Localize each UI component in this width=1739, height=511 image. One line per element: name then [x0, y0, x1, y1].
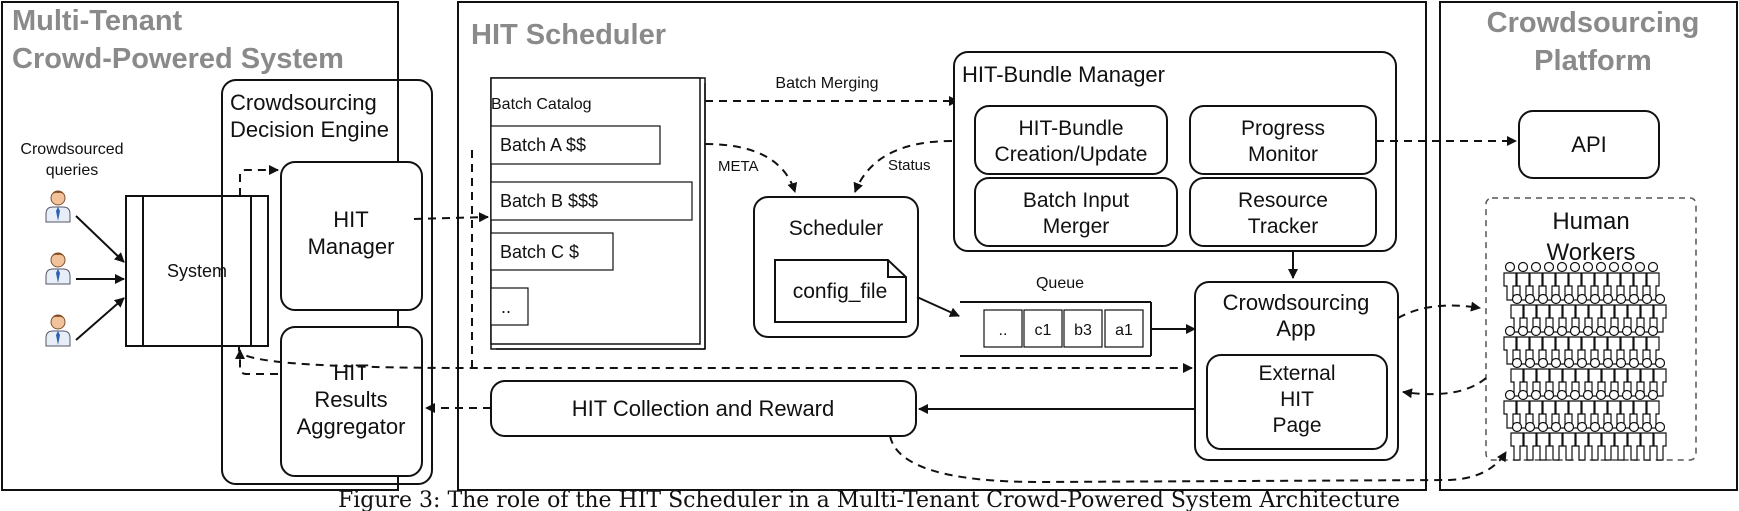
human-workers-label: Human [1552, 208, 1629, 235]
batch-catalog-title: Batch Catalog [491, 96, 592, 113]
queue-item-label: c1 [1035, 322, 1052, 339]
right-panel [1439, 1, 1738, 491]
system-label: System [167, 261, 227, 281]
queries-label-line2: queries [46, 162, 98, 179]
batch-input-merger-box [974, 177, 1178, 247]
worker-icon [1653, 357, 1667, 397]
queue-item-label: a1 [1115, 322, 1133, 339]
batch-a-item [490, 125, 661, 165]
worker-icon [1653, 421, 1667, 461]
aggregator-label-line2: Results [314, 387, 387, 412]
hit-manager-label-line2: Manager [308, 234, 395, 259]
hit-manager-label: HIT [333, 207, 368, 232]
decision-engine-title: Crowdsourcing [230, 90, 377, 115]
worker-icon [1627, 421, 1641, 461]
worker-icon [1588, 421, 1602, 461]
worker-icon [1536, 421, 1550, 461]
api-label: API [1571, 132, 1606, 157]
worker-icon [1640, 421, 1654, 461]
queue-item-label: b3 [1074, 322, 1092, 339]
worker-icon [1503, 389, 1517, 429]
crowdsourcing-app-label: Crowdsourcing [1223, 290, 1370, 315]
batch-b-label: Batch B $$$ [500, 191, 598, 211]
external-hit-page-label: External [1258, 362, 1335, 385]
queue-label: Queue [1036, 275, 1084, 292]
batch-c-label: Batch C $ [500, 242, 579, 262]
worker-icon [1601, 421, 1615, 461]
queries-label: Crowdsourced [20, 141, 123, 158]
batch-a-label: Batch A $$ [500, 135, 586, 155]
bundle-creation-label: HIT-Bundle [1018, 117, 1123, 140]
decision-engine-title-line2: Decision Engine [230, 117, 389, 142]
figure-caption: Figure 3: The role of the HIT Scheduler … [338, 488, 1400, 511]
worker-icon [1575, 421, 1589, 461]
config-file-label: config_file [793, 280, 888, 303]
bundle-creation-box [974, 105, 1168, 175]
resource-tracker-label-line2: Tracker [1248, 215, 1318, 238]
user-icon [45, 314, 71, 347]
progress-monitor-label: Progress [1241, 117, 1325, 140]
worker-icon [1614, 421, 1628, 461]
external-hit-page-box [1206, 354, 1388, 450]
aggregator-label-line3: Aggregator [297, 414, 406, 439]
batch-input-merger-label: Batch Input [1023, 189, 1129, 212]
crowd-icon [1503, 261, 1667, 461]
worker-icon [1549, 421, 1563, 461]
queue-item [1104, 309, 1144, 348]
left-panel-title: Multi-Tenant [12, 5, 183, 37]
crowdsourcing-app-label-line2: App [1276, 316, 1315, 341]
batch-input-merger-label-line2: Merger [1043, 215, 1110, 238]
right-panel-subtitle: Platform [1534, 45, 1652, 77]
resource-tracker-box [1189, 177, 1377, 247]
worker-icon [1503, 261, 1517, 301]
queue-item-label: .. [999, 322, 1008, 339]
worker-icon [1653, 293, 1667, 333]
left-panel-subtitle: Crowd-Powered System [12, 43, 344, 75]
resource-tracker-label: Resource [1238, 189, 1328, 212]
status-label: Status [888, 157, 931, 174]
system-box [125, 195, 269, 347]
batch-c-item [490, 232, 614, 271]
config-file-icon [774, 259, 907, 323]
bundle-manager-title: HIT-Bundle Manager [962, 62, 1165, 87]
middle-panel-title: HIT Scheduler [471, 19, 666, 51]
hit-manager-box [280, 161, 423, 311]
progress-monitor-label-line2: Monitor [1248, 143, 1318, 166]
user-icon [45, 190, 71, 223]
batch-more-item [490, 287, 529, 326]
api-box [1518, 110, 1660, 179]
user-icon [45, 252, 71, 285]
right-panel-title: Crowdsourcing [1487, 7, 1700, 39]
worker-icon [1510, 421, 1524, 461]
batch-merging-label: Batch Merging [775, 75, 878, 92]
middle-panel [457, 1, 1427, 491]
batch-more-label: .. [501, 297, 511, 317]
decision-engine-box [221, 79, 433, 485]
queue-item [1063, 309, 1103, 348]
batch-b-item [490, 181, 693, 221]
worker-icon [1503, 325, 1517, 365]
worker-icon [1523, 421, 1537, 461]
worker-icon [1562, 421, 1576, 461]
human-workers-label-line2: Workers [1547, 239, 1636, 266]
external-hit-page-label-line2: HIT [1280, 388, 1314, 411]
aggregator-label: HIT [333, 360, 368, 385]
queue-item [1023, 309, 1063, 348]
meta-label: META [718, 158, 759, 175]
scheduler-label: Scheduler [789, 217, 884, 240]
human-workers-box [1485, 197, 1697, 461]
external-hit-page-label-line3: Page [1272, 414, 1321, 437]
hit-collection-label: HIT Collection and Reward [572, 396, 835, 421]
queue-item [983, 309, 1023, 348]
bundle-creation-label-line2: Creation/Update [995, 143, 1148, 166]
